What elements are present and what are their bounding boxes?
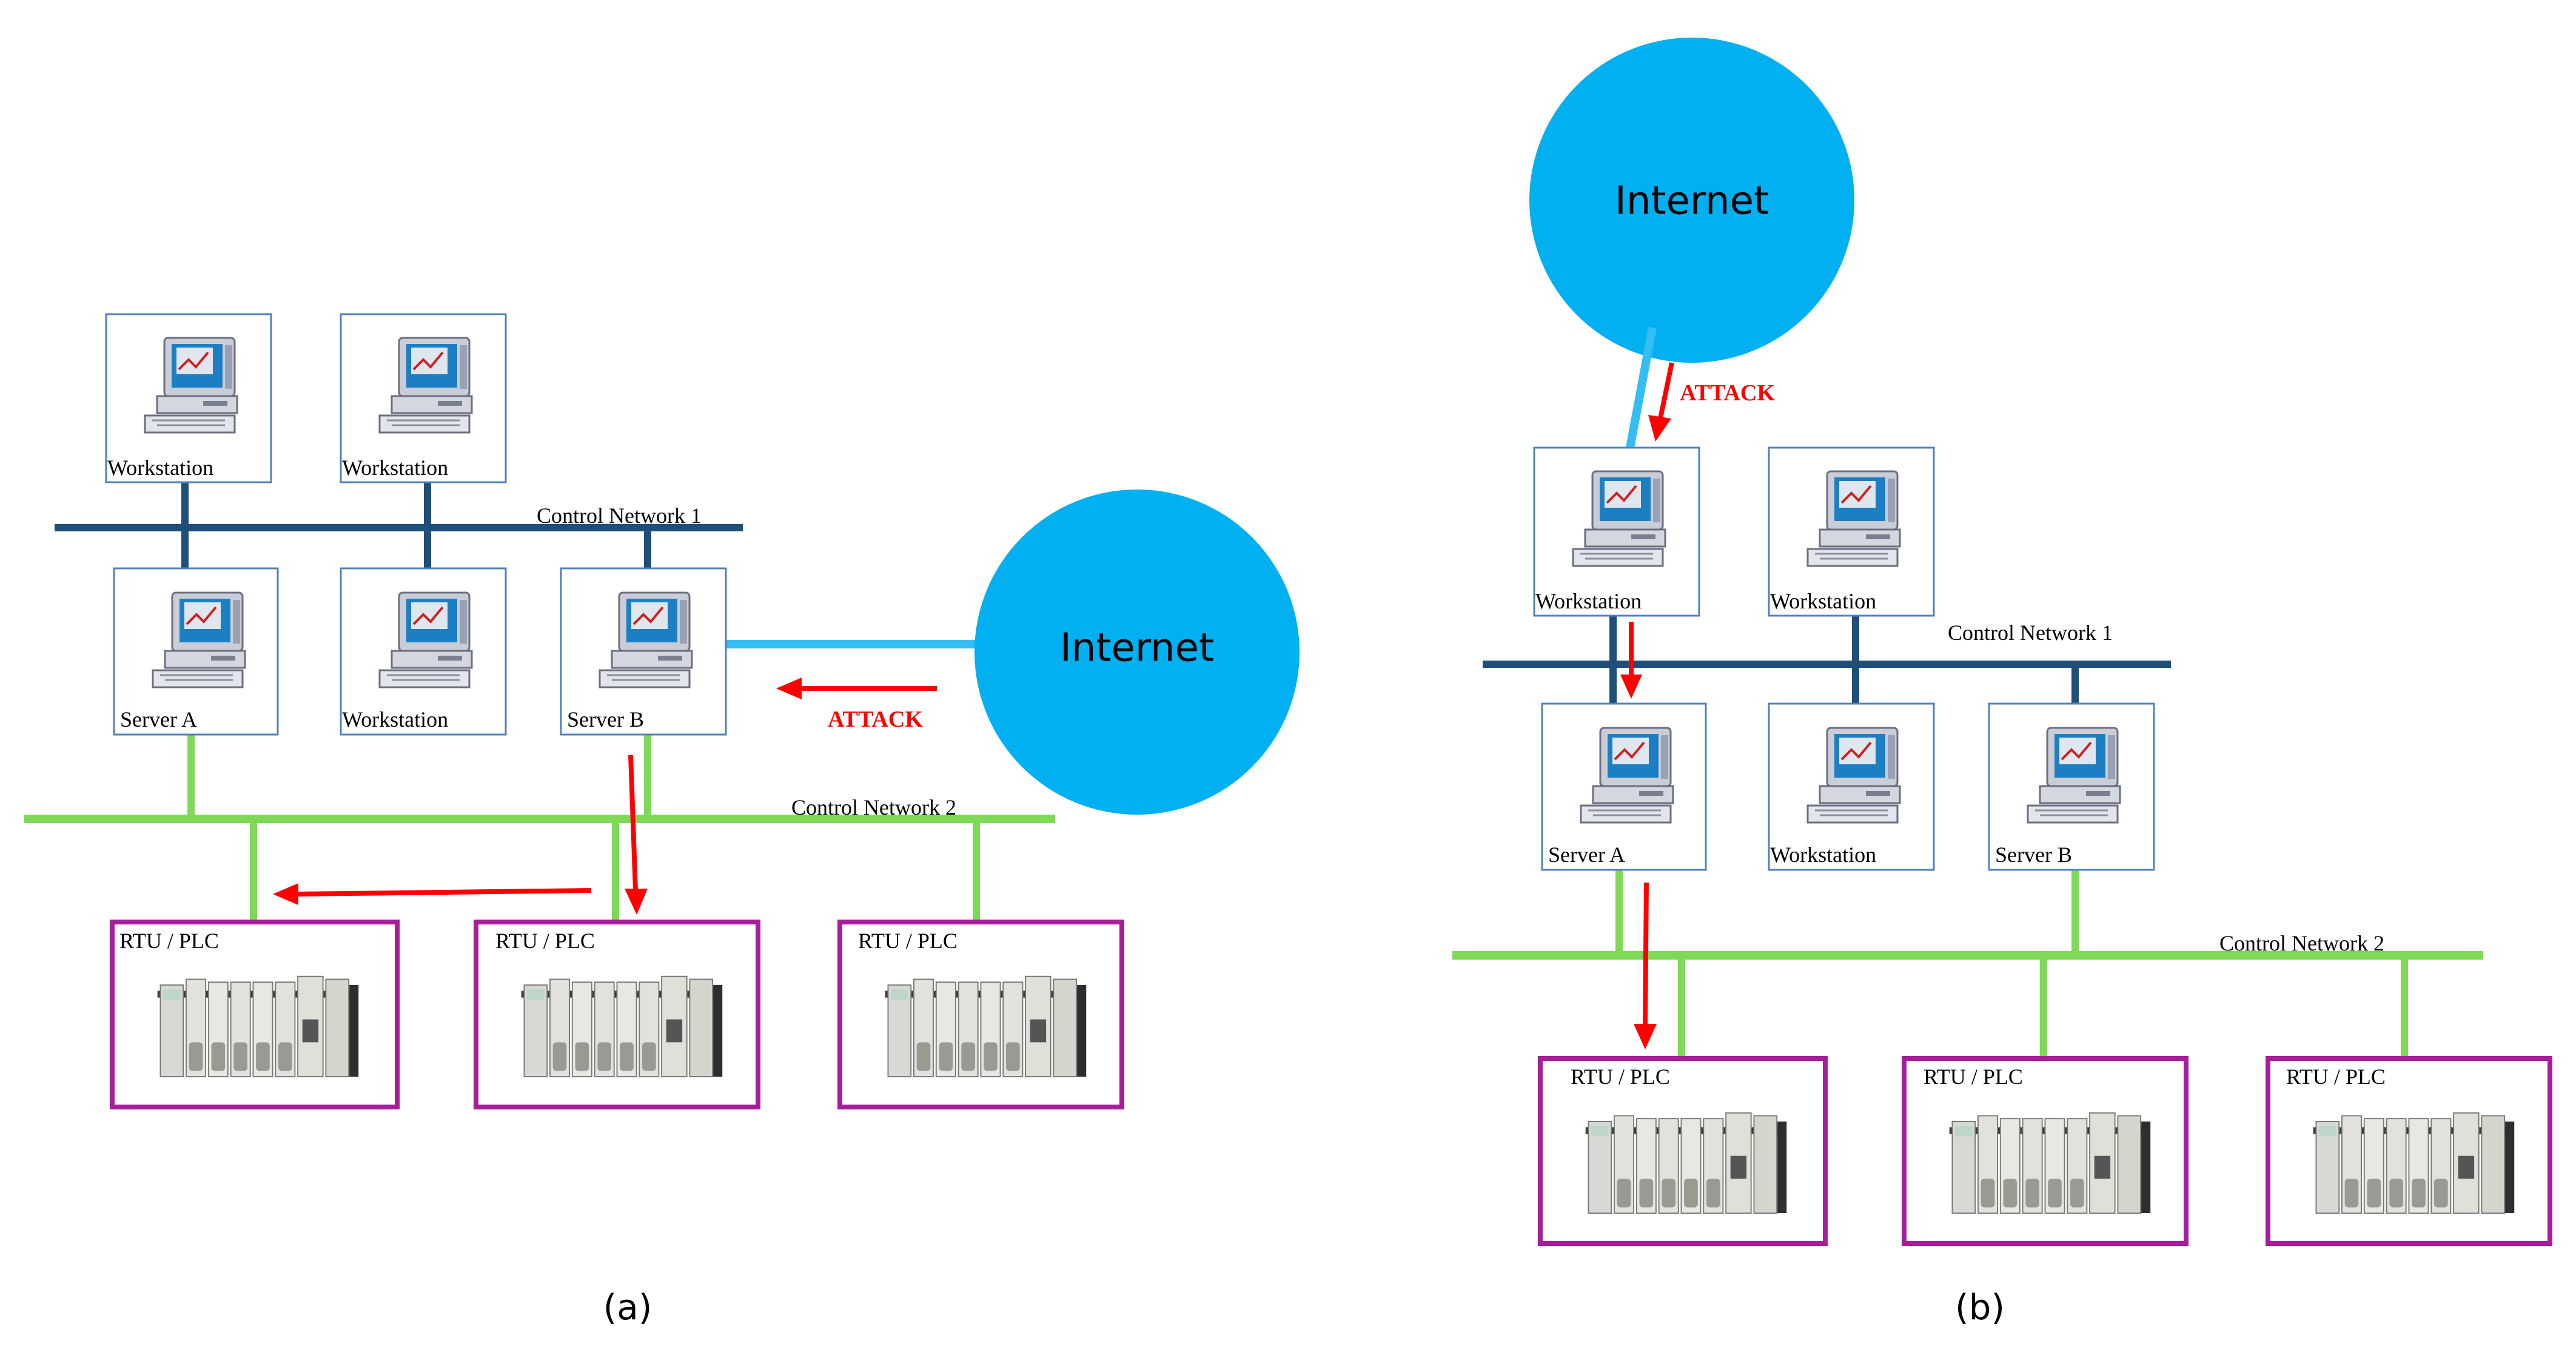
workstation-label: Workstation (107, 456, 213, 480)
attack-arrow-servera-to-plc1-b (1634, 882, 1657, 1049)
server-a-a: Server A (113, 567, 279, 736)
plc-label: RTU / PLC (1924, 1065, 2023, 1089)
plc-b-1: RTU / PLC (1538, 1056, 1828, 1246)
server-a-label: Server A (1548, 843, 1625, 867)
plc-a-2: RTU / PLC (474, 920, 760, 1109)
internet-label: Internet (1060, 626, 1214, 671)
caption-b: (b) (1955, 1287, 2005, 1328)
server-b-b: Server B (1988, 702, 2155, 871)
workstation-a-top-1: Workstation (105, 313, 272, 483)
workstation-label: Workstation (342, 456, 448, 480)
workstation-label: Workstation (342, 707, 448, 732)
workstation-b-mid: Workstation (1768, 702, 1935, 871)
plc-label: RTU / PLC (2286, 1065, 2386, 1089)
internet-label: Internet (1615, 179, 1769, 224)
internet-node-a: Internet (974, 490, 1300, 815)
caption-a: (a) (603, 1287, 652, 1328)
workstation-a-mid: Workstation (340, 567, 507, 736)
plc-label: RTU / PLC (119, 929, 219, 953)
server-b-label: Server B (567, 707, 644, 732)
server-a-b: Server A (1541, 702, 1707, 871)
workstation-label: Workstation (1535, 589, 1642, 613)
workstation-b-top-1: Workstation (1533, 446, 1700, 617)
attack-arrow-serverb-to-plc2-a (625, 755, 648, 915)
attack-label: ATTACK (828, 707, 923, 732)
attack-arrow-ws-to-servera-b (1620, 622, 1642, 699)
server-b-label: Server B (1995, 843, 2072, 867)
plc-a-1: RTU / PLC (110, 920, 400, 1109)
attack-label: ATTACK (1680, 380, 1775, 406)
panel-a: Workstation Workstation Control Network … (24, 313, 1300, 1328)
plc-b-3: RTU / PLC (2266, 1056, 2552, 1246)
internet-node-b: Internet (1529, 38, 1854, 363)
plc-label: RTU / PLC (495, 929, 595, 953)
attack-arrow-internet-to-serverb-a (776, 678, 937, 699)
internet-link-b (1626, 326, 1657, 449)
control-network-2-label: Control Network 2 (2219, 931, 2384, 955)
attack-arrow-lateral-a (273, 883, 592, 905)
control-network-1-label: Control Network 1 (1948, 621, 2113, 645)
plc-label: RTU / PLC (858, 929, 958, 953)
attack-arrow-internet-to-ws-b (1648, 362, 1674, 442)
plc-a-3: RTU / PLC (837, 920, 1124, 1109)
plc-label: RTU / PLC (1571, 1065, 1670, 1089)
server-a-label: Server A (120, 707, 197, 732)
plc-b-2: RTU / PLC (1902, 1056, 2189, 1246)
workstation-label: Workstation (1770, 843, 1876, 867)
workstation-a-top-2: Workstation (340, 313, 507, 483)
workstation-label: Workstation (1770, 589, 1876, 613)
control-network-1-label: Control Network 1 (537, 503, 702, 528)
server-b-a: Server B (560, 567, 727, 736)
panel-b: Internet ATTACK Workstation Works (1452, 38, 2552, 1328)
workstation-b-top-2: Workstation (1768, 446, 1935, 617)
control-network-2-label: Control Network 2 (791, 795, 956, 819)
